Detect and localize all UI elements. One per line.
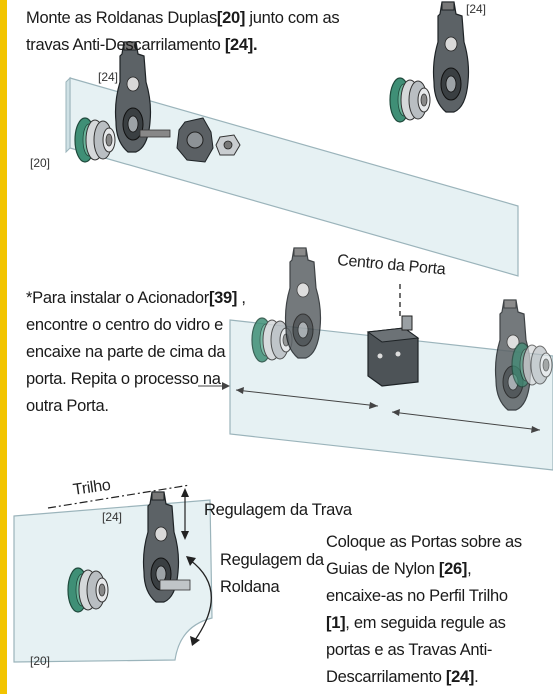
step2-line4: porta. Repita o processo na [26, 370, 221, 388]
step2-line2: encontre o centro do vidro e [26, 316, 224, 334]
step2-line1: *Para instalar o Acionador[39] , [26, 286, 246, 310]
step3-text: , [467, 560, 472, 578]
step3-text: Descarrilamento [326, 668, 446, 686]
step2-line3: encaixe na parte de cima da [26, 343, 226, 361]
ref-rail-profile-1: [1] [326, 614, 346, 632]
roller-adjust-label-2: Roldana [220, 578, 280, 596]
step3-line4: [1], em seguida regule as [326, 611, 506, 635]
step3-text: Guias de Nylon [326, 560, 439, 578]
step3-line3: encaixe-as no Perfil Trilho [326, 587, 508, 605]
accent-bar [0, 0, 7, 694]
step2-line5: outra Porta. [26, 397, 109, 415]
label-24-left: [24] [98, 70, 119, 84]
step3-line2: Guias de Nylon [26], [326, 557, 472, 581]
step3-line5: portas e as Travas Anti- [326, 641, 493, 659]
step3-text: , em seguida regule as [345, 614, 506, 632]
ref-latch-24: [24] [445, 668, 475, 686]
latch-adjust-label: Regulagem da Trava [204, 501, 352, 519]
step2-text: , [237, 289, 246, 307]
ref-latch-24: [24]. [224, 36, 258, 54]
step1-text: junto com as [245, 9, 340, 27]
label-24-top-right: [24] [466, 2, 487, 16]
roller-adjust-label-1: Regulagem da [220, 551, 324, 569]
step1-line1: Monte as Roldanas Duplas[20] junto com a… [26, 6, 340, 30]
label-20-left: [20] [30, 156, 51, 170]
ref-nylon-guide-26: [26] [438, 560, 468, 578]
step1-line2: travas Anti-Descarrilamento [24]. [26, 33, 258, 57]
step3-line1: Coloque as Portas sobre as [326, 533, 522, 551]
step3-text: . [474, 668, 479, 686]
step1-text: travas Anti-Descarrilamento [26, 36, 225, 54]
ref-roller-20: [20] [216, 9, 246, 27]
label-20-bottom: [20] [30, 654, 51, 668]
step3-line6: Descarrilamento [24]. [326, 665, 479, 689]
step1-text: Monte as Roldanas Duplas [26, 9, 217, 27]
step2-text: *Para instalar o Acionador [26, 289, 209, 307]
ref-actuator-39: [39] [208, 289, 238, 307]
label-24-bottom: [24] [102, 510, 123, 524]
